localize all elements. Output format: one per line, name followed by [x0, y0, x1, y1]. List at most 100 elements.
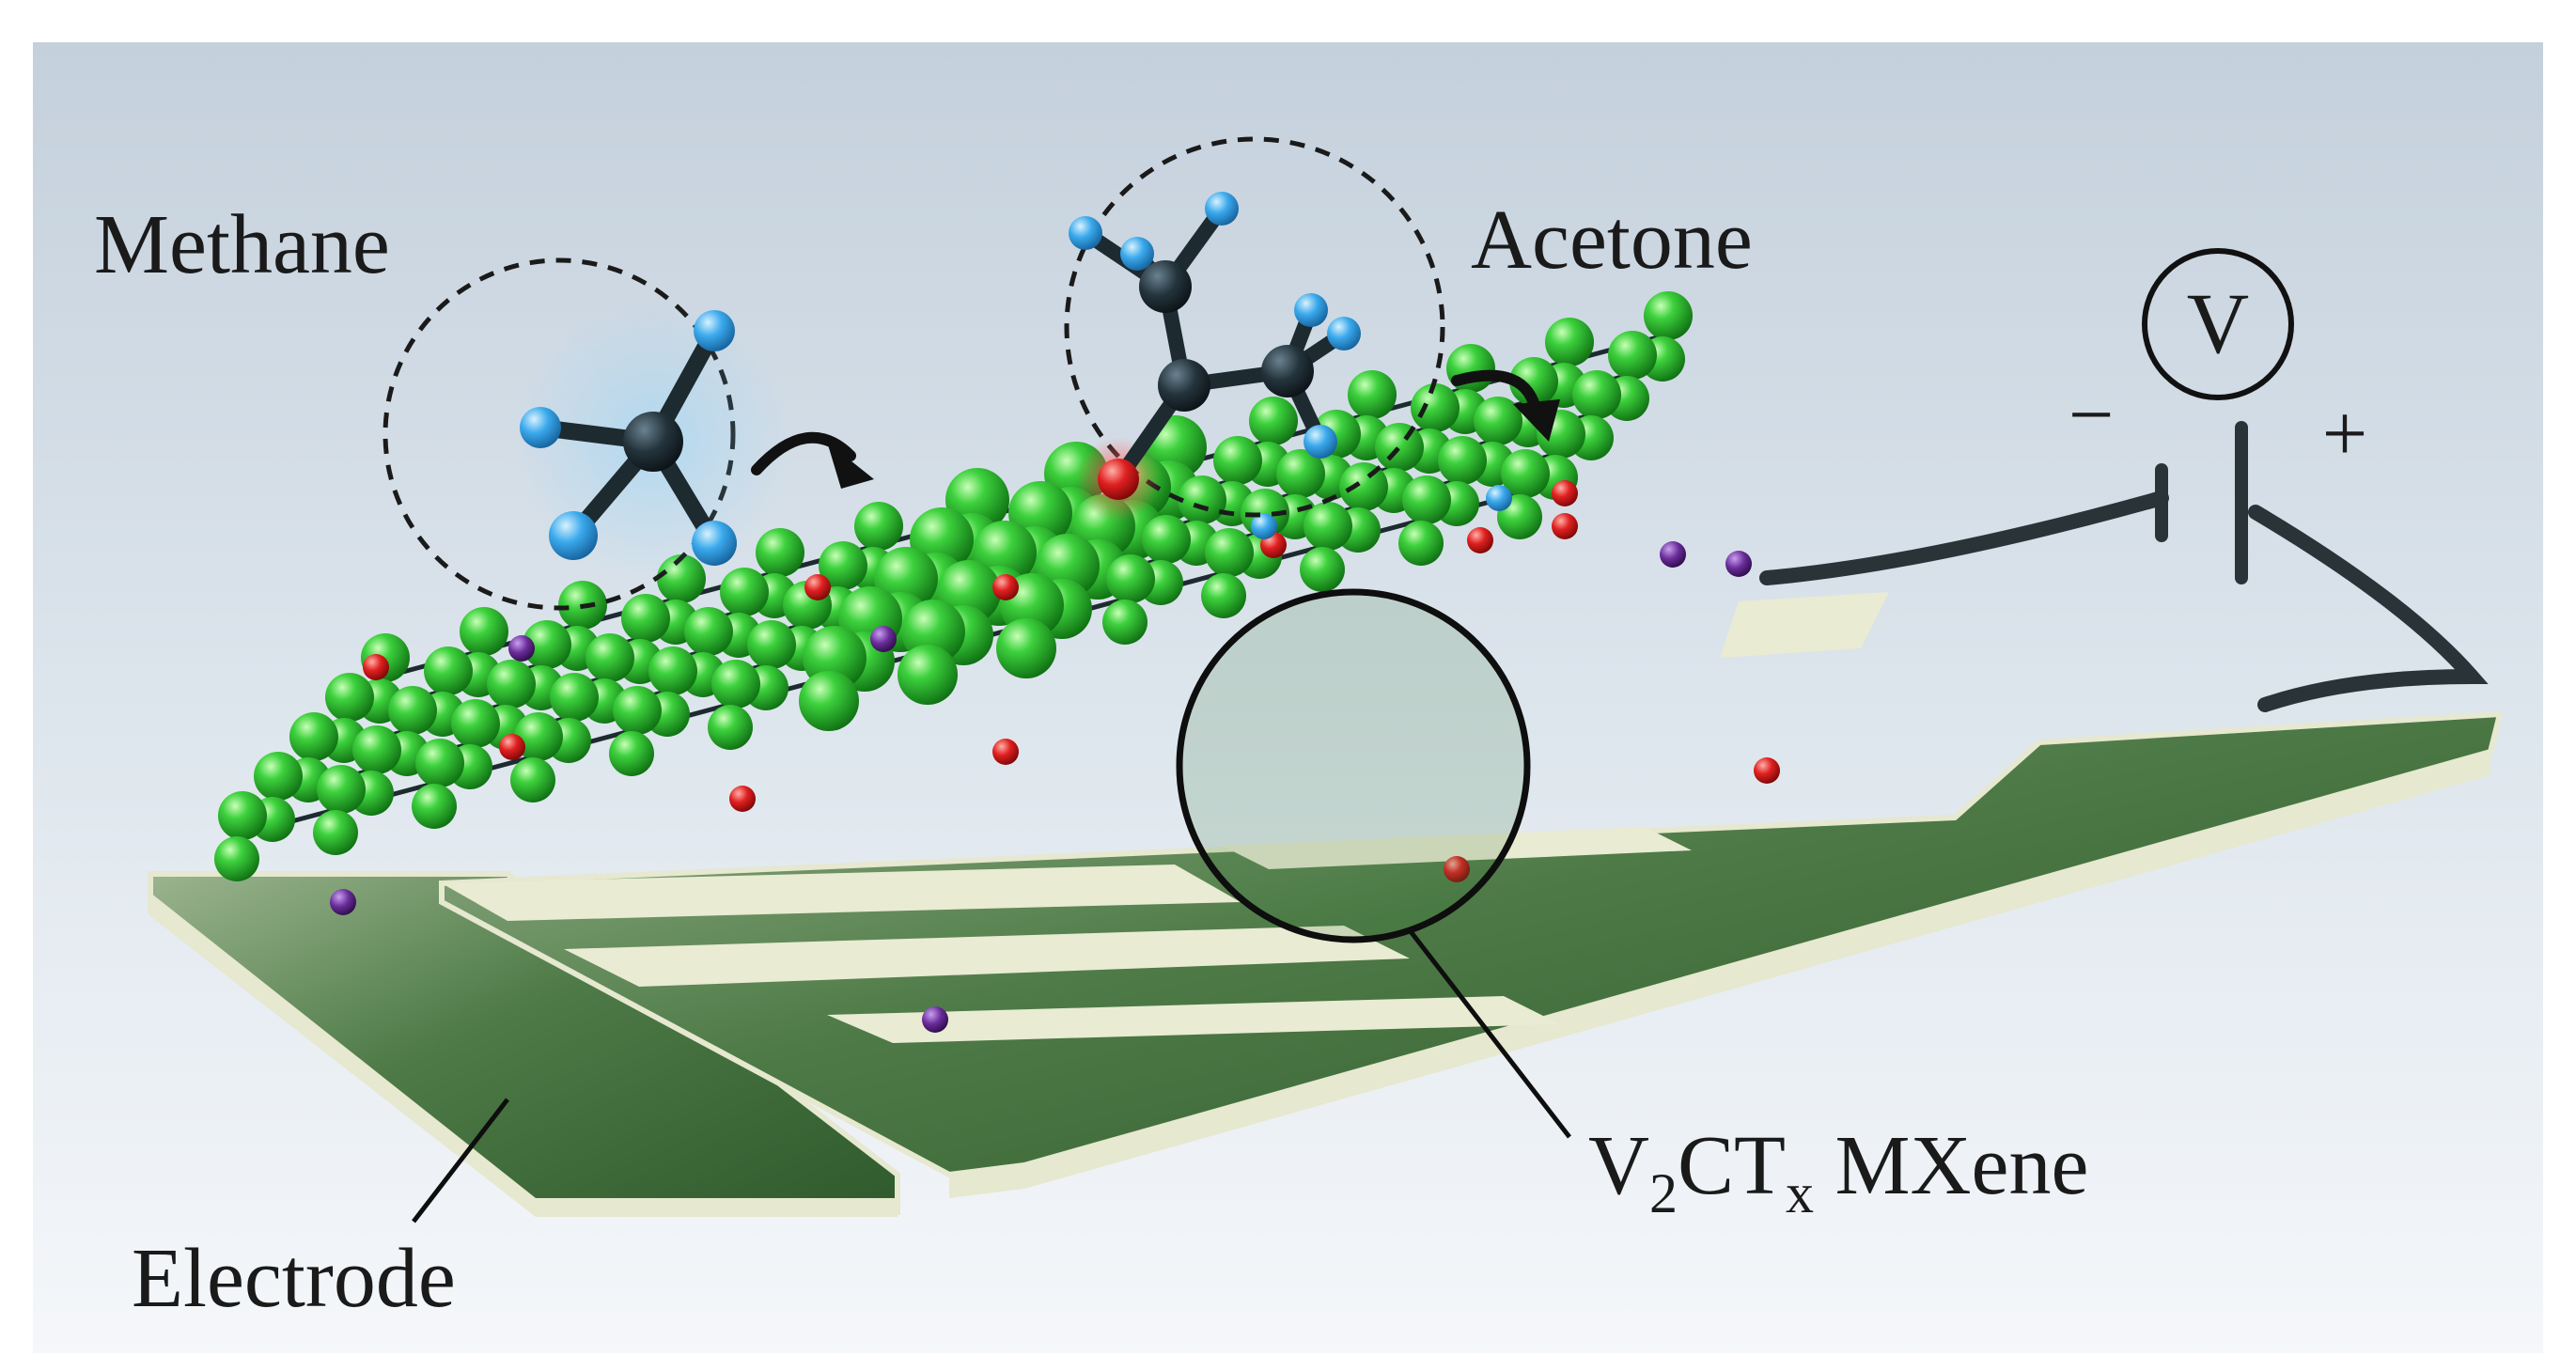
termination-atom [992, 574, 1019, 600]
vanadium-atom [854, 502, 903, 551]
vanadium-atom [487, 660, 536, 709]
termination-atom [1552, 513, 1578, 539]
acetone-carbon-atom [1158, 359, 1210, 412]
acetone-hydrogen-atom [1327, 317, 1361, 351]
termination-atom [804, 574, 831, 600]
vanadium-atom [412, 784, 457, 829]
vanadium-atom [1106, 554, 1155, 603]
acetone-molecule [1064, 136, 1445, 522]
vanadium-atom [648, 647, 697, 695]
vanadium-atom [756, 528, 804, 577]
vanadium-atom [218, 791, 267, 840]
vanadium-atom [1339, 462, 1388, 511]
vanadium-atom [1438, 436, 1487, 485]
termination-atom [1754, 757, 1780, 784]
vanadium-atom [1509, 357, 1558, 406]
acetone-hydrogen-atom [1069, 216, 1102, 250]
mxene-layer [214, 291, 1780, 1033]
methane-hydrogen-atom [520, 407, 561, 448]
acetone-oxygen-atom [1098, 459, 1139, 500]
mxene-label: V2CTx MXene [1588, 1119, 2088, 1224]
vanadium-atom [352, 725, 401, 774]
termination-atom [992, 739, 1019, 765]
termination-atom [1444, 856, 1470, 882]
vanadium-atom [460, 607, 508, 656]
vanadium-atom [214, 836, 259, 881]
vanadium-atom [819, 541, 867, 590]
vanadium-atom [1300, 547, 1345, 592]
wire-left [1759, 491, 2169, 585]
acetone-hydrogen-atom [1120, 237, 1154, 271]
vanadium-atom [621, 594, 670, 643]
voltmeter-label: V [2187, 275, 2249, 371]
vanadium-atom [609, 731, 654, 776]
acetone-carbon-atom [1139, 260, 1192, 313]
vanadium-atom [684, 607, 733, 656]
interdigitated-electrode [148, 592, 2504, 1217]
battery-icon [2155, 421, 2248, 584]
termination-atom [922, 1006, 948, 1033]
acetone-hydrogen-atom [1205, 192, 1239, 226]
vanadium-atom [747, 620, 796, 669]
vanadium-atom [388, 686, 437, 735]
mxene-label-subscript: x [1786, 1162, 1814, 1224]
acetone-hydrogen-atom [1304, 425, 1337, 459]
termination-atom [499, 734, 525, 760]
mxene-label-subscript: 2 [1649, 1162, 1678, 1224]
termination-atom [1725, 551, 1752, 577]
vanadium-atom [550, 673, 599, 722]
magnifier-circle [1176, 588, 1531, 943]
vanadium-atom [1213, 436, 1262, 485]
vanadium-atom [415, 739, 464, 787]
vanadium-atom [1446, 344, 1495, 393]
vanadium-atom [1276, 449, 1325, 498]
termination-atom [1552, 480, 1578, 506]
methane-label: Methane [94, 198, 390, 291]
electrode-finger-1 [442, 865, 1241, 921]
vanadium-atom [1304, 502, 1352, 551]
vanadium-atom [1205, 528, 1254, 577]
vanadium-atom [424, 647, 473, 695]
vanadium-atom [313, 810, 358, 855]
vanadium-atom [1249, 397, 1298, 445]
electrode-pad [1720, 592, 1889, 658]
curved-arrow-icon [751, 431, 874, 489]
acetone-dashed-circle [1064, 136, 1445, 518]
vanadium-atom [1142, 515, 1191, 564]
vanadium-atom [451, 699, 500, 748]
acetone-hydrogen-atom [1294, 293, 1328, 327]
termination-atom [1660, 541, 1686, 568]
vanadium-atom [799, 671, 859, 731]
circuit: V − + [1759, 248, 2489, 712]
termination-atom [1486, 485, 1512, 511]
vanadium-atom [510, 757, 555, 802]
vanadium-atom [711, 660, 760, 709]
vanadium-atom [254, 752, 303, 801]
electrode-finger-2 [564, 926, 1410, 987]
vanadium-atom [1348, 370, 1397, 419]
acetone-carbon-atom [1261, 345, 1314, 397]
mxene-leader-line [1408, 928, 1571, 1139]
plus-sign: + [2322, 388, 2368, 478]
termination-atom [1251, 513, 1277, 539]
vanadium-atom [1178, 475, 1226, 524]
curved-arrow-icon [1451, 369, 1560, 442]
acetone-label: Acetone [1471, 194, 1753, 287]
vanadium-atom [1398, 521, 1444, 566]
vanadium-atom [1501, 449, 1550, 498]
vanadium-atom [613, 686, 662, 735]
methane-hydrogen-atom [694, 310, 735, 351]
electrode-main-body-edge [949, 752, 2490, 1198]
vanadium-atom [325, 673, 374, 722]
vanadium-atom [1474, 397, 1522, 445]
termination-atom [363, 654, 389, 680]
vanadium-atom [898, 645, 958, 705]
electrode-leader-line [412, 1098, 509, 1223]
minus-sign: − [2069, 369, 2115, 460]
vanadium-atom [1411, 383, 1460, 432]
vanadium-atom [1572, 370, 1621, 419]
vanadium-atom [514, 712, 563, 761]
termination-atom [870, 626, 897, 652]
methane-carbon-atom [623, 412, 683, 472]
